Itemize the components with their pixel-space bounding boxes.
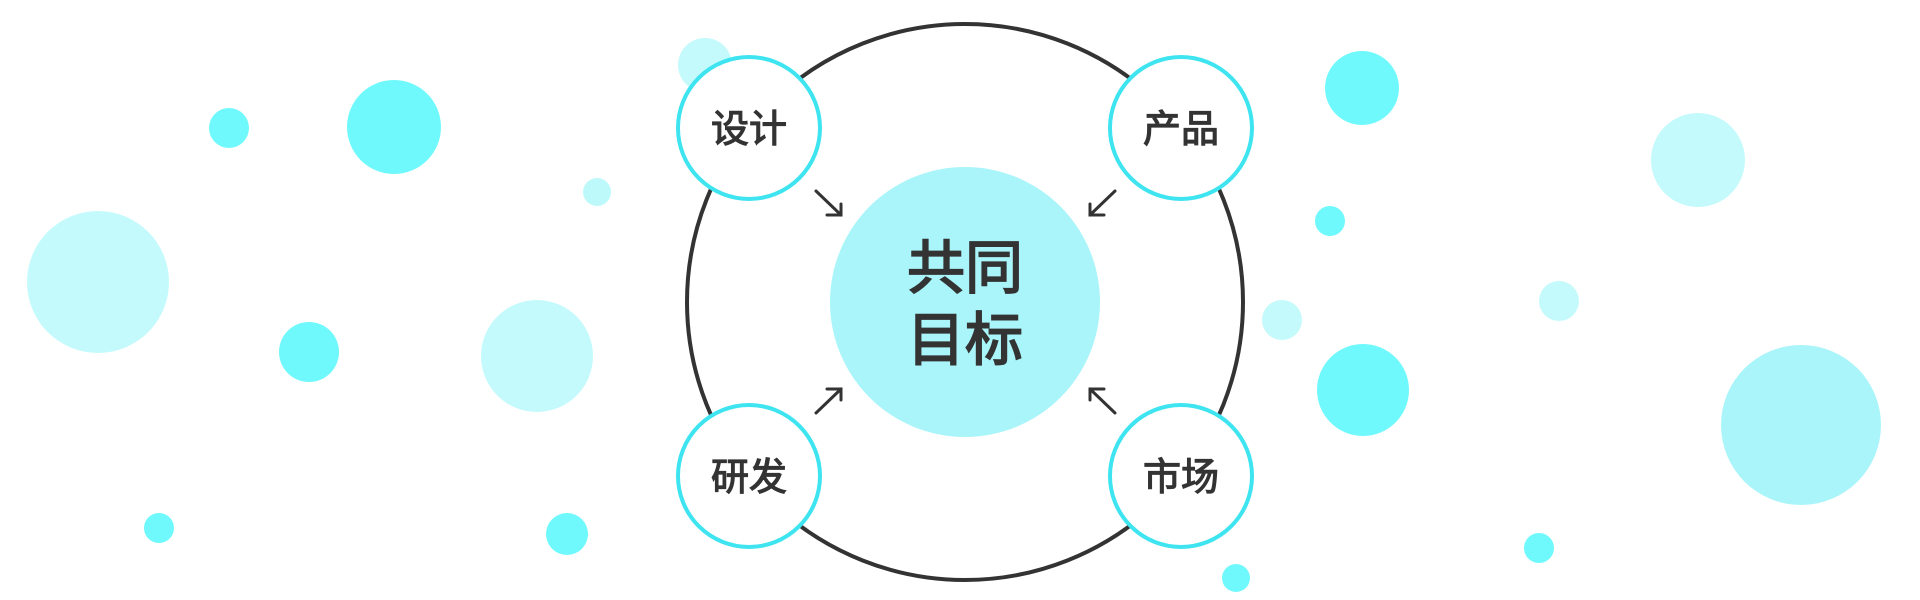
bubble [1262, 300, 1302, 340]
bubble [546, 513, 588, 555]
arrows [814, 189, 1117, 415]
bubble [279, 322, 339, 382]
node-product-label: 产品 [1143, 107, 1219, 151]
node-design-circle [676, 55, 822, 201]
bubble [27, 211, 169, 353]
arrow-product-to-goal [1088, 189, 1117, 217]
arrow-rnd-to-goal [814, 387, 843, 415]
bubble [1539, 281, 1579, 321]
bubble [1524, 533, 1554, 563]
bubble [144, 513, 174, 543]
node-rnd-label: 研发 [711, 455, 787, 499]
node-design: 设计 [676, 55, 822, 201]
node-product: 产品 [1108, 55, 1254, 201]
arrow-design-to-goal [814, 189, 843, 217]
bubble [1315, 206, 1345, 236]
bubble [1222, 564, 1250, 592]
bubble [1317, 344, 1409, 436]
background-bubbles [27, 38, 1881, 592]
arrow-market-to-goal [1088, 387, 1117, 415]
bubble [583, 178, 611, 206]
node-rnd: 研发 [676, 403, 822, 549]
center-goal-circle [830, 167, 1100, 437]
node-market-label: 市场 [1143, 455, 1219, 499]
bubble [1651, 113, 1745, 207]
node-market: 市场 [1108, 403, 1254, 549]
bubble [1721, 345, 1881, 505]
bubble [481, 300, 593, 412]
center-goal-line-2: 目标 [907, 306, 1023, 374]
bubble [1325, 51, 1399, 125]
outer-ring [685, 22, 1245, 582]
bubble [347, 80, 441, 174]
node-rnd-circle [676, 403, 822, 549]
center-goal-line-1: 共同 [907, 234, 1023, 302]
node-market-circle [1108, 403, 1254, 549]
node-product-circle [1108, 55, 1254, 201]
node-design-label: 设计 [711, 107, 787, 151]
bubble [209, 108, 249, 148]
